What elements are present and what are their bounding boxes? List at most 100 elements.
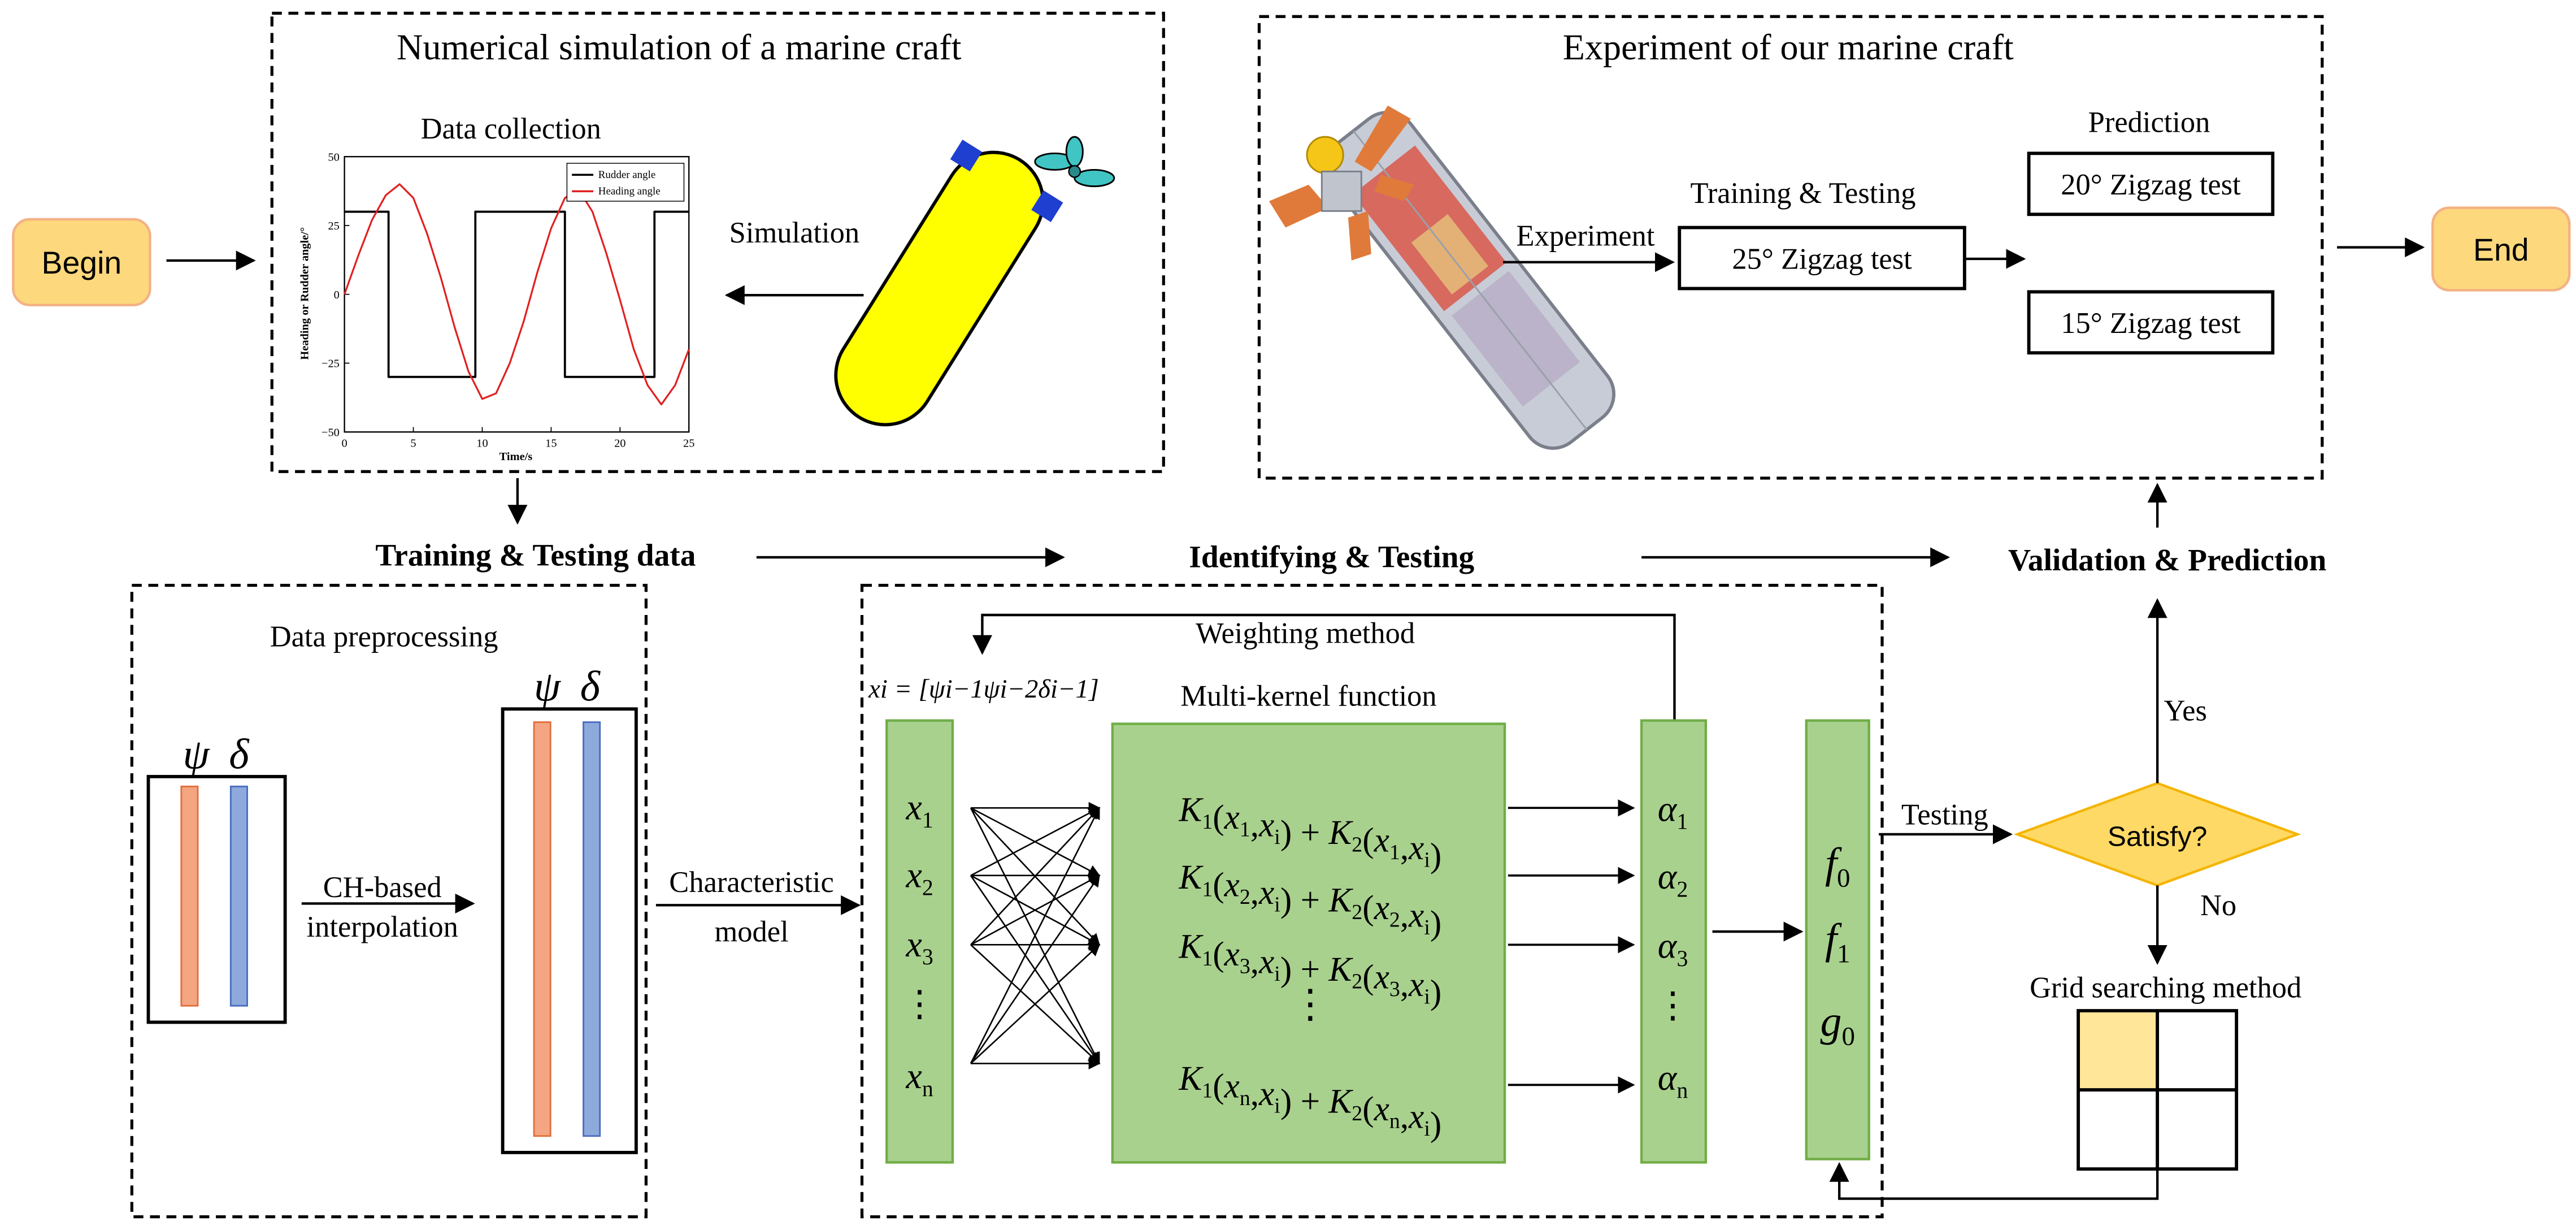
begin-node: Begin [12, 218, 151, 306]
interp-delta-bar [583, 721, 601, 1137]
y-axis-label: Heading or Rudder angle/° [298, 227, 311, 360]
marine-craft-photo [1269, 105, 1616, 450]
alpha-label: α3 [1658, 926, 1688, 971]
output-column [1805, 719, 1870, 1160]
pred-20-box [2027, 151, 2275, 216]
connection-line [970, 807, 1100, 1064]
kernel-expression: K1(x2,xi) + K2(x2,xi) [1178, 858, 1441, 942]
kernel-expression: K1(xn,xi) + K2(xn,xi) [1178, 1059, 1441, 1144]
simulation-title: Numerical simulation of a marine craft [397, 27, 962, 67]
x-tick-label: 5 [410, 437, 416, 449]
x-tick-label: 25 [683, 437, 694, 449]
characteristic-label-2: model [714, 916, 788, 949]
output-g0-label: g0 [1821, 998, 1855, 1051]
alpha-label: αn [1658, 1058, 1688, 1103]
x-tick-label: 15 [545, 437, 557, 449]
preprocessing-box: Data preprocessing ψ δ CH-based interpol… [130, 583, 648, 1219]
training-testing-label: Training & Testing [1691, 177, 1916, 210]
simulation-label: Simulation [729, 216, 859, 249]
raw-delta-label: δ [229, 730, 250, 778]
y-tick-label: −50 [322, 427, 340, 439]
kernel-alpha-arrows [1508, 799, 1635, 1094]
y-tick-label: 0 [334, 289, 340, 301]
connection-line [970, 874, 1101, 946]
satisfy-decision: Satisfy? [2013, 782, 2301, 887]
weighting-feedback-arrow [972, 613, 1676, 721]
input-x-label: x1 [905, 787, 933, 833]
alpha-ellipsis: ⋮ [1655, 985, 1691, 1025]
input-x-label: x3 [905, 924, 933, 969]
end-label: End [2473, 232, 2529, 267]
connection-line [970, 874, 1100, 1064]
pred-20-label: 20° Zigzag test [2061, 168, 2241, 201]
interp-label-1: CH-based [323, 871, 442, 904]
yes-label: Yes [2164, 695, 2207, 727]
pred-15-box [2027, 290, 2275, 355]
y-tick-label: 25 [328, 220, 339, 232]
grid-search-icon [2077, 1009, 2239, 1171]
input-x-label: x2 [905, 855, 933, 900]
stage-identifying: Identifying & Testing [1189, 539, 1474, 574]
end-node: End [2431, 206, 2571, 292]
input-definition: xi = [ψi−1ψi−2δi−1] [868, 674, 1099, 704]
train-test-25-label: 25° Zigzag test [1732, 242, 1912, 275]
chart-title: Data collection [421, 112, 601, 145]
input-kernel-connections [970, 802, 1101, 1069]
stage-training-data: Training & Testing data [375, 538, 696, 572]
raw-delta-bar [229, 785, 248, 1007]
raw-psi-bar [180, 785, 199, 1007]
experiment-title: Experiment of our marine craft [1563, 27, 2014, 67]
preprocessing-title: Data preprocessing [270, 620, 498, 653]
connection-line [970, 807, 1100, 946]
kernel-expression: K1(x1,xi) + K2(x1,xi) [1178, 791, 1441, 875]
prediction-label: Prediction [2088, 106, 2210, 138]
stage-validation: Validation & Prediction [2008, 543, 2326, 577]
x-tick-label: 0 [342, 437, 347, 449]
simulation-box: Numerical simulation of a marine craft D… [270, 11, 1165, 473]
connection-line [970, 943, 1101, 1064]
no-label: No [2200, 889, 2236, 922]
pred-15-label: 15° Zigzag test [2061, 307, 2241, 340]
input-x-label: xn [905, 1056, 933, 1101]
experiment-label: Experiment [1517, 220, 1655, 253]
kernel-expression: K1(x3,xi) + K2(x3,xi) [1178, 928, 1441, 1012]
interp-label-2: interpolation [307, 911, 458, 943]
y-tick-label: −25 [322, 358, 340, 370]
x-tick-label: 10 [476, 437, 488, 449]
heading-rudder-chart: 0 5 10 15 20 25 50 25 0 −25 −50 Time/s Heading or … [298, 151, 694, 462]
legend-heading-label: Heading angle [598, 185, 661, 197]
legend-rudder-label: Rudder angle [598, 169, 656, 181]
multikernel-label: Multi-kernel function [1180, 679, 1436, 712]
marine-craft-model-icon [834, 136, 1115, 427]
grid-feedback-arrow [1829, 1162, 2159, 1200]
interp-data-box [501, 707, 638, 1154]
satisfy-label: Satisfy? [2108, 820, 2207, 852]
chart-legend: Rudder angle Heading angle [566, 163, 685, 202]
interp-delta-label: δ [580, 663, 601, 711]
begin-label: Begin [42, 245, 122, 280]
testing-label: Testing [1901, 798, 1988, 831]
raw-psi-label: ψ [183, 730, 211, 778]
alpha-column [1640, 719, 1708, 1164]
kernel-block [1111, 722, 1506, 1164]
alpha-label: α2 [1658, 856, 1688, 902]
weighting-label: Weighting method [1196, 617, 1415, 650]
raw-data-box [146, 774, 287, 1024]
kernel-ellipsis: ⋮ [1291, 983, 1330, 1027]
heading-angle-line [344, 183, 690, 406]
connection-line [970, 807, 1101, 877]
input-column [885, 719, 954, 1164]
y-tick-label: 50 [328, 151, 339, 163]
plot-area [344, 155, 690, 433]
interp-psi-bar [533, 721, 551, 1137]
x-tick-label: 20 [614, 437, 625, 449]
identification-box: Weighting method Multi-kernel function x… [860, 583, 1884, 1219]
rudder-angle-line [344, 210, 689, 378]
x-axis-label: Time/s [499, 451, 533, 463]
experiment-box: Experiment of our marine craft Experimen… [1257, 15, 2324, 480]
grid-search-label: Grid searching method [2030, 972, 2301, 1004]
characteristic-label-1: Characteristic [669, 866, 834, 899]
interp-psi-label: ψ [534, 663, 562, 711]
input-ellipsis: ⋮ [902, 984, 938, 1024]
